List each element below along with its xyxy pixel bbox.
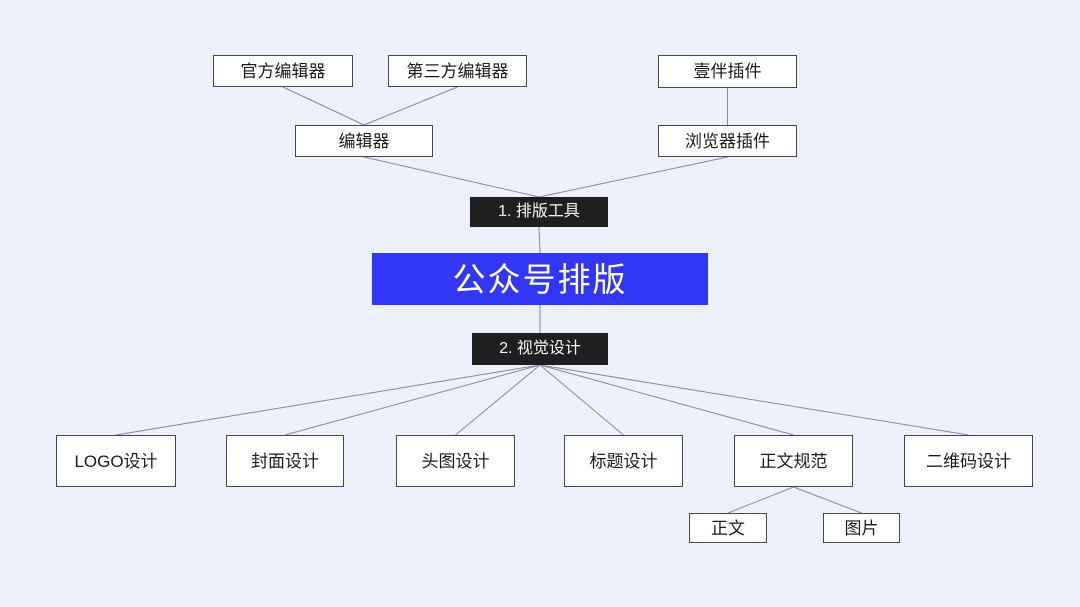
edge-body-text-spec--body-text (727, 486, 794, 514)
node-image[interactable]: 图片 (823, 513, 900, 543)
edge-editor--layout-tools (363, 156, 540, 198)
edge-browser-plugin--layout-tools (538, 156, 728, 198)
node-label: 1. 排版工具 (498, 203, 580, 220)
node-body-text-spec[interactable]: 正文规范 (734, 435, 853, 487)
edge-official-editor--editor (282, 86, 365, 126)
edge-body-text-spec--image (793, 486, 862, 514)
node-label: 正文规范 (759, 451, 828, 471)
edge-layout-tools--center-topic (538, 226, 541, 254)
node-logo-design[interactable]: LOGO设计 (56, 435, 176, 487)
node-label: 编辑器 (338, 131, 390, 151)
node-browser-plugin[interactable]: 浏览器插件 (658, 125, 797, 157)
node-label: 官方编辑器 (240, 61, 326, 81)
node-editor[interactable]: 编辑器 (295, 125, 433, 157)
node-label: 浏览器插件 (685, 131, 770, 151)
node-label: 第三方编辑器 (406, 61, 509, 81)
node-header-image-design[interactable]: 头图设计 (396, 435, 515, 487)
node-layout-tools[interactable]: 1. 排版工具 (470, 197, 608, 227)
edge-visual-design--qrcode-design (539, 364, 969, 436)
node-label: 2. 视觉设计 (499, 340, 581, 357)
node-label: 图片 (844, 518, 879, 538)
node-official-editor[interactable]: 官方编辑器 (213, 55, 353, 87)
edge-third-party-editor--editor (363, 86, 458, 126)
edge-visual-design--title-design (539, 364, 624, 436)
node-label: 公众号排版 (452, 260, 628, 298)
edge-visual-design--cover-design (284, 364, 541, 436)
node-label: 封面设计 (251, 451, 319, 471)
node-qrcode-design[interactable]: 二维码设计 (904, 435, 1033, 487)
node-body-text[interactable]: 正文 (689, 513, 767, 543)
node-third-party-editor[interactable]: 第三方编辑器 (388, 55, 527, 87)
node-yiban-plugin[interactable]: 壹伴插件 (658, 55, 797, 88)
node-cover-design[interactable]: 封面设计 (226, 435, 344, 487)
node-label: 标题设计 (589, 451, 658, 471)
node-visual-design[interactable]: 2. 视觉设计 (472, 333, 608, 365)
node-label: 头图设计 (421, 451, 490, 471)
node-label: 二维码设计 (926, 451, 1011, 471)
edge-visual-design--body-text-spec (539, 364, 794, 436)
node-center-topic[interactable]: 公众号排版 (372, 253, 708, 305)
edge-visual-design--logo-design (115, 364, 541, 436)
node-label: LOGO设计 (74, 451, 158, 471)
node-label: 壹伴插件 (693, 62, 762, 81)
node-label: 正文 (711, 518, 745, 538)
edge-visual-design--header-image-design (455, 364, 541, 436)
node-title-design[interactable]: 标题设计 (564, 435, 683, 487)
